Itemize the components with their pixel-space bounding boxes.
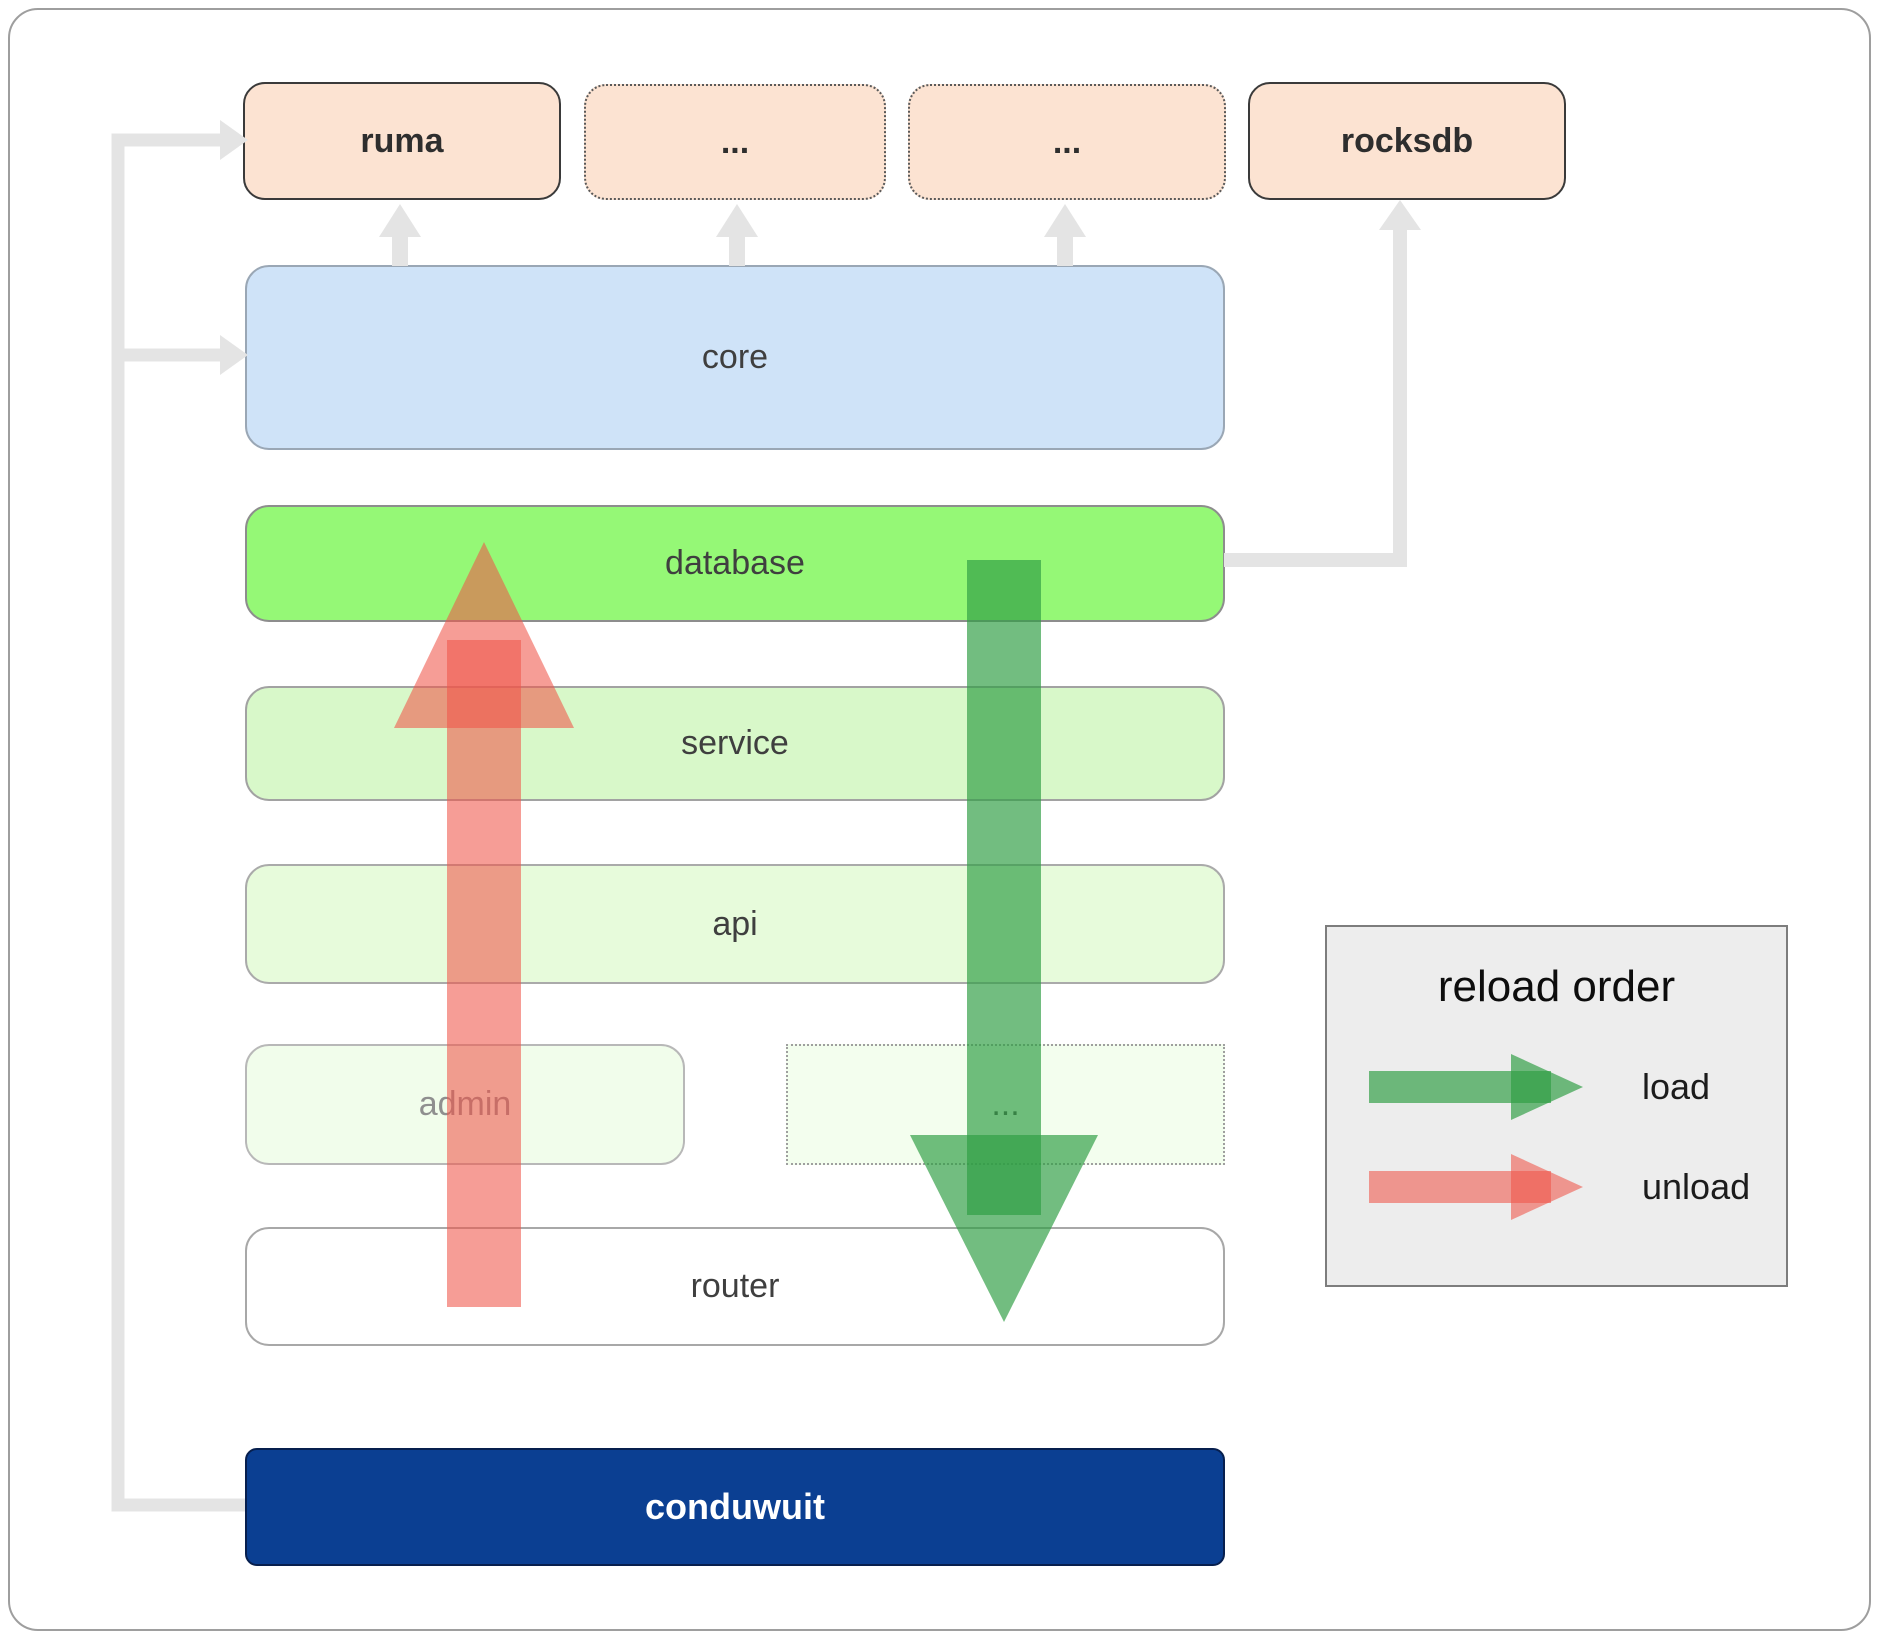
box-service-label: service (681, 724, 789, 762)
unload-arrow-icon (1369, 1154, 1583, 1220)
box-conduwuit: conduwuit (245, 1448, 1225, 1566)
box-ellipsis-1: ... (584, 84, 886, 200)
box-api: api (245, 864, 1225, 984)
box-admin-ellipsis: ... (786, 1044, 1225, 1165)
legend-title: reload order (1437, 962, 1676, 1011)
legend-row-unload: unload (1367, 1152, 1750, 1222)
box-ellipsis-1-label: ... (720, 122, 750, 161)
box-api-label: api (712, 904, 758, 943)
legend-label-load: load (1642, 1066, 1711, 1107)
box-ruma: ruma (243, 82, 561, 200)
unload-arrow-icon-head (1511, 1154, 1583, 1220)
box-database: database (245, 505, 1225, 622)
box-router-label: router (690, 1267, 780, 1305)
box-admin-ellipsis-label: ... (991, 1085, 1020, 1123)
box-ruma-label: ruma (360, 121, 444, 160)
load-arrow-icon (1369, 1054, 1583, 1120)
box-database-label: database (665, 544, 805, 582)
box-router: router (245, 1227, 1225, 1346)
box-core: core (245, 265, 1225, 450)
outer-frame (8, 8, 1871, 1631)
box-conduwuit-label: conduwuit (645, 1486, 825, 1527)
legend: reload order load unload (1325, 925, 1788, 1287)
box-ellipsis-2: ... (908, 84, 1226, 200)
legend-row-load: load (1367, 1052, 1710, 1122)
box-admin: admin (245, 1044, 685, 1165)
box-rocksdb: rocksdb (1248, 82, 1566, 200)
legend-label-unload: unload (1642, 1166, 1751, 1207)
box-service: service (245, 686, 1225, 801)
box-admin-label: admin (418, 1085, 512, 1123)
load-arrow-icon-head (1511, 1054, 1583, 1120)
box-rocksdb-label: rocksdb (1340, 121, 1474, 160)
box-ellipsis-2-label: ... (1052, 122, 1082, 161)
box-core-label: core (701, 338, 769, 376)
